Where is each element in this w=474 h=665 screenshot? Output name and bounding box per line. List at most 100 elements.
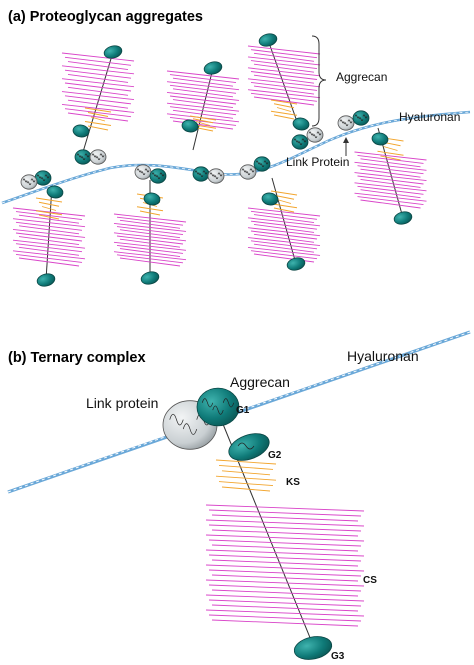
cs-chain-a1: [67, 73, 129, 83]
ks-chain-b: [215, 475, 277, 481]
cs-chain-a6: [253, 233, 315, 243]
cs-chain-a4: [116, 226, 184, 236]
g1-domain-a-6-fold: [198, 173, 204, 178]
link-protein-a-12-fold: [343, 122, 349, 127]
cs-chain-a4: [113, 251, 187, 261]
g1-domain-a-9-fold: [263, 160, 269, 165]
label-g1: G1: [236, 405, 250, 416]
cs-chain-a6: [247, 207, 321, 217]
cs-chain-a1: [64, 69, 132, 79]
link-protein-a-3: [20, 174, 38, 190]
g1-domain-a-10: [291, 134, 309, 150]
cs-chain-a3: [253, 85, 315, 95]
ks-chain-a6: [273, 194, 295, 200]
g1-domain-b: [196, 387, 240, 427]
g1-domain-a-10-fold: [297, 141, 303, 146]
cs-chain-a7: [360, 168, 421, 178]
hyaluronan-strand: [1, 110, 471, 205]
core-protein-a1: [82, 51, 114, 153]
cs-chain-a6: [253, 253, 315, 263]
cs-chain-a7: [360, 189, 421, 199]
link-protein-a-7-fold: [213, 175, 219, 180]
ks-chain-a3: [270, 110, 298, 116]
link-protein-a-7: [207, 168, 225, 184]
link-protein-a-1: [89, 149, 107, 165]
cs-chain-a3: [250, 92, 318, 102]
g2-domain-a3: [292, 117, 310, 131]
cs-chain-a3: [250, 71, 318, 80]
cs-chain-a1: [61, 65, 135, 75]
cs-chain-a4: [119, 219, 181, 229]
g1-domain-a-9-fold: [255, 160, 261, 165]
ks-chain-b: [215, 459, 277, 465]
g3-domain-a3: [258, 33, 278, 47]
ks-chain-a6: [270, 190, 298, 196]
g1-domain-a-13-fold: [358, 117, 364, 122]
label-link-protein-a: Link Protein: [286, 155, 349, 169]
ks-chain-a7: [383, 146, 398, 151]
g1-domain-a-13-fold: [362, 114, 368, 119]
ks-chain-a3: [273, 103, 295, 109]
ks-chain-a5: [41, 206, 57, 211]
cs-chain-b: [208, 584, 362, 592]
cs-chain-a3: [253, 96, 315, 106]
cs-chain-a6: [250, 210, 318, 220]
cs-chain-a1: [61, 78, 135, 88]
link-protein-a-11-fold: [308, 131, 314, 136]
cs-chain-b: [205, 549, 365, 557]
label-aggrecan-a: Aggrecan: [336, 70, 387, 84]
link-protein-a-12-fold: [347, 119, 353, 124]
g2-domain-a7: [371, 132, 389, 146]
cs-chain-a7: [354, 182, 427, 192]
cs-chain-a2: [166, 91, 240, 101]
cs-chain-a1: [64, 108, 132, 118]
cs-chain-b: [205, 534, 365, 542]
g1-domain-b-fold: [222, 398, 235, 408]
cs-chain-a2: [166, 102, 240, 112]
cs-chain-a4: [116, 235, 184, 245]
cs-chain-b: [211, 514, 359, 522]
g1-domain-a-10-fold: [293, 138, 299, 143]
cs-chain-a7: [357, 185, 424, 195]
cs-chain-a5: [12, 218, 86, 228]
link-protein-a-11-fold: [316, 131, 322, 136]
ks-chain-a3: [273, 114, 295, 120]
cs-chain-a6: [247, 246, 321, 256]
ks-chain-a6: [270, 203, 298, 209]
g2-domain-a4: [143, 192, 161, 206]
g2-domain-b-fold: [237, 442, 255, 450]
cs-chain-a1: [67, 99, 129, 109]
link-protein-a-1-fold: [99, 153, 105, 158]
cs-chain-a5: [15, 243, 83, 253]
cs-chain-a7: [360, 199, 421, 209]
cs-chain-a3: [253, 74, 315, 84]
cs-chain-b: [211, 529, 359, 537]
ks-chain-a1: [90, 116, 106, 122]
cs-chain-a1: [64, 82, 132, 92]
cs-chain-a5: [12, 228, 86, 238]
label-hyaluronan-b: Hyaluronan: [347, 348, 419, 364]
cs-chain-b: [205, 519, 365, 527]
link-protein-a-4-fold: [136, 168, 142, 173]
g3-domain-a6: [286, 257, 306, 271]
g2-domain-a1: [72, 124, 90, 138]
g1-domain-a-13: [352, 110, 370, 126]
g1-domain-a-9: [253, 156, 271, 172]
cs-chain-a4: [116, 244, 184, 254]
g1-domain-a-9-fold: [259, 163, 265, 168]
g1-domain-a-5: [149, 168, 167, 184]
cs-chain-a4: [113, 241, 187, 251]
label-hyaluronan-a: Hyaluronan: [399, 110, 460, 124]
cs-chain-a3: [250, 49, 318, 59]
ks-chain-a5: [35, 197, 63, 203]
cs-chain-a5: [12, 250, 86, 260]
cs-chain-a2: [169, 74, 237, 84]
g2-domain-a5: [46, 185, 64, 199]
cs-chain-a7: [354, 151, 427, 161]
cs-chain-a4: [119, 238, 181, 248]
g3-domain-a1: [103, 45, 123, 59]
ks-chain-a6: [273, 207, 295, 213]
aggrecan-brace: [311, 35, 327, 127]
cs-chain-a6: [250, 240, 318, 250]
cs-chain-a1: [67, 112, 129, 122]
